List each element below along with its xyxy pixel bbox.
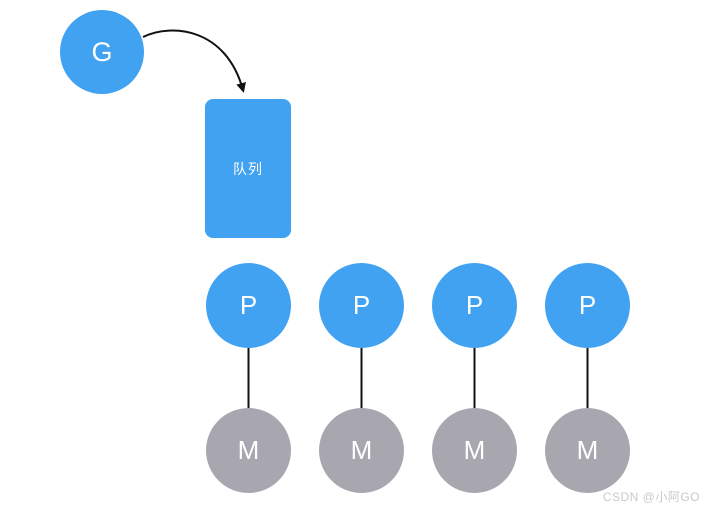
node-processor-3: P bbox=[432, 263, 517, 348]
node-machine-1-label: M bbox=[237, 435, 260, 465]
node-processor-4: P bbox=[545, 263, 630, 348]
g-to-queue-arrow bbox=[142, 29, 246, 93]
machine-row: M M M M bbox=[206, 408, 630, 493]
node-machine-3: M bbox=[432, 408, 517, 493]
node-processor-4-label: P bbox=[578, 290, 597, 320]
node-machine-3-label: M bbox=[463, 435, 486, 465]
node-machine-4-label: M bbox=[576, 435, 599, 465]
node-processor-1: P bbox=[206, 263, 291, 348]
node-machine-4: M bbox=[545, 408, 630, 493]
watermark: CSDN @小阿GO bbox=[602, 490, 700, 504]
node-processor-1-label: P bbox=[239, 290, 258, 320]
node-goroutine-label: G bbox=[91, 36, 113, 67]
node-processor-2: P bbox=[319, 263, 404, 348]
processor-row: P P P P bbox=[206, 263, 630, 348]
node-machine-2: M bbox=[319, 408, 404, 493]
node-processor-2-label: P bbox=[352, 290, 371, 320]
node-machine-2-label: M bbox=[350, 435, 373, 465]
node-processor-3-label: P bbox=[465, 290, 484, 320]
node-machine-1: M bbox=[206, 408, 291, 493]
node-queue: 队列 bbox=[205, 99, 291, 238]
node-queue-label: 队列 bbox=[233, 160, 263, 177]
node-goroutine: G bbox=[60, 10, 144, 94]
